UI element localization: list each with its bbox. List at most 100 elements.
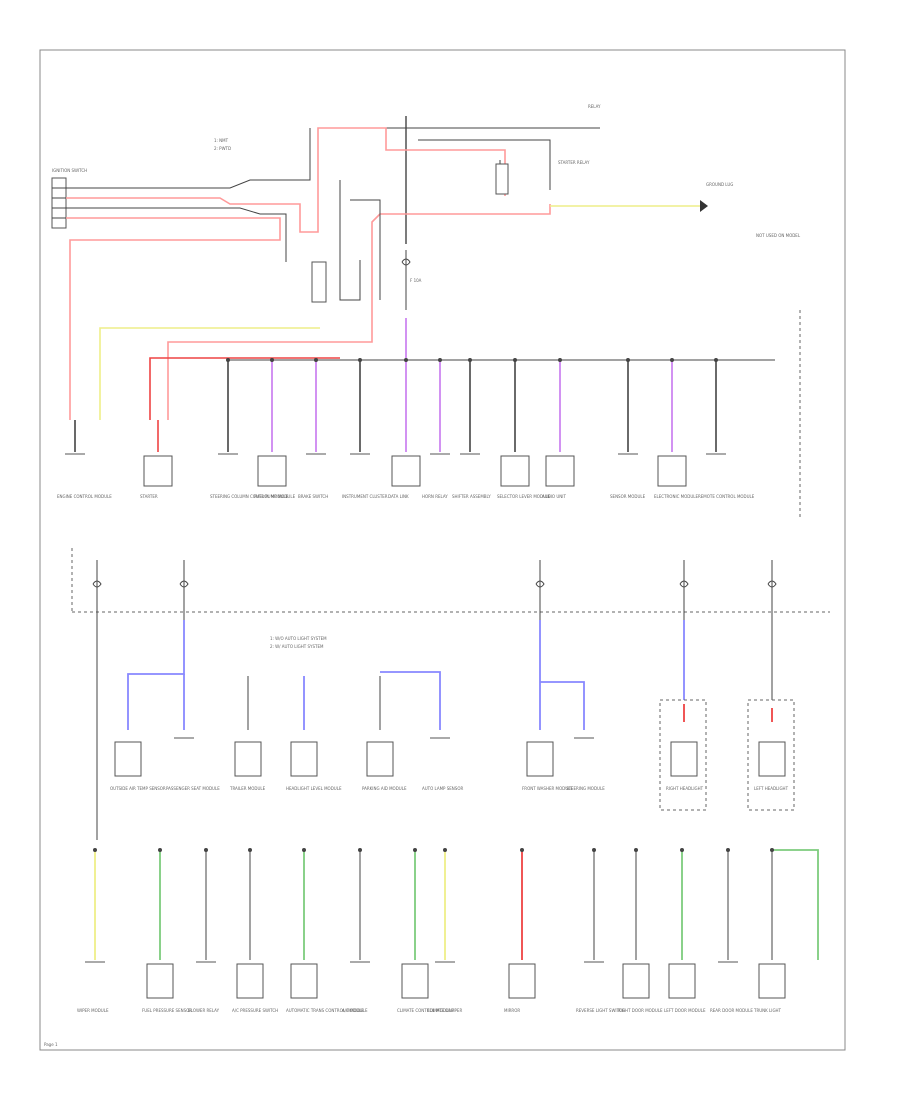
top-legend-1: 1: NMT [214, 138, 229, 143]
row1-component-label: FUEL PUMP MODULE [254, 494, 296, 499]
row3-component-label: WIPER MODULE [77, 1008, 109, 1013]
fuse-top-label: F 10A [410, 278, 422, 283]
row2-component-box [526, 741, 554, 777]
wire-red-ign [66, 127, 380, 233]
row3-component-label: CLIMATE CONTROL MODULE [397, 1008, 454, 1013]
wire-red-ign-2 [66, 217, 281, 420]
row1-component-box [657, 455, 687, 487]
row1-junction [558, 358, 562, 362]
wire-relay-mid [339, 180, 361, 301]
row1-component-label: DATA LINK [388, 494, 409, 499]
row2-component-label: AUTO LAMP SENSOR [422, 786, 463, 791]
row1-component-box [257, 455, 287, 487]
row1-component-box [143, 455, 173, 487]
row3-component-label: FUEL PRESSURE SENSOR [142, 1008, 192, 1013]
fuse-icon [179, 580, 189, 588]
row3-junction [93, 848, 97, 852]
row3-component-label: RIGHT DOOR MODULE [618, 1008, 663, 1013]
wire-gray-ign [66, 128, 311, 189]
row3-junction [520, 848, 524, 852]
row2-component-label: RIGHT HEADLIGHT [666, 786, 704, 791]
row1-junction [404, 358, 408, 362]
relay-label: RELAY [588, 104, 601, 109]
row1-junction [314, 358, 318, 362]
row2-component-label: STEERING MODULE [566, 786, 605, 791]
row3-junction [358, 848, 362, 852]
top-legend-2: 2: PWTD [214, 146, 231, 151]
row3-component-box [290, 963, 318, 999]
row3-component-box [508, 963, 536, 999]
wire-red-relay-4 [149, 357, 340, 420]
row3-junction [592, 848, 596, 852]
row1-component-label: SHIFTER ASSEMBLY [452, 494, 491, 499]
row1-component-label: AUDIO UNIT [542, 494, 566, 499]
row3-wires [94, 849, 819, 960]
wire-yellow-left [99, 327, 320, 420]
fuse-icon [679, 580, 689, 588]
relay-box-1 [311, 261, 327, 303]
row1-component-label: ELECTRONIC MODULE [654, 494, 699, 499]
row2-component-box [366, 741, 394, 777]
row1-component-label: SENSOR MODULE [610, 494, 646, 499]
row3-component-box [622, 963, 650, 999]
row2-component-label: LEFT HEADLIGHT [754, 786, 789, 791]
row2-component-label: PASSENGER SEAT MODULE [166, 786, 220, 791]
row3-junction [204, 848, 208, 852]
wire-relay [418, 139, 551, 190]
fuse-row2-group [92, 560, 777, 620]
row3-component-label: TRUNK LIGHT [753, 1008, 782, 1013]
row2-component-label: PARKING AID MODULE [362, 786, 407, 791]
wire-gray-ign-2 [66, 207, 287, 262]
row3-junction [680, 848, 684, 852]
row2-component-box [290, 741, 318, 777]
row1-junction [714, 358, 718, 362]
bottom-legend-2: 2: W/ AUTO LIGHT SYSTEM [270, 644, 324, 649]
row1-component-label: HORN RELAY [422, 494, 448, 499]
fuse-top [401, 258, 411, 266]
wire-red-relay [380, 127, 506, 196]
right-note: NOT USED ON MODEL [756, 233, 801, 238]
row1-junction [513, 358, 517, 362]
row2-wires [96, 612, 795, 840]
row3-component-label: LEFT DOOR MODULE [664, 1008, 706, 1013]
ground-icon-top [700, 200, 708, 212]
row3-junction [726, 848, 730, 852]
row3-component-label: BLOWER RELAY [188, 1008, 220, 1013]
row3-component-box [668, 963, 696, 999]
row1-junction [270, 358, 274, 362]
row2-component-box [234, 741, 262, 777]
row1-junction [670, 358, 674, 362]
row3-junction [158, 848, 162, 852]
row3-junction [443, 848, 447, 852]
relay-box-2 [495, 163, 509, 195]
row1-junction [358, 358, 362, 362]
row3-component-label: A/C MODULE [342, 1008, 368, 1013]
row1-component-box [500, 455, 530, 487]
fuse-icon [92, 580, 102, 588]
row2-component-label: FRONT WASHER MODULE [522, 786, 573, 791]
row3-component-box [758, 963, 786, 999]
row3-component-label: A/C PRESSURE SWITCH [232, 1008, 278, 1013]
row3-component-label: REAR DOOR MODULE [710, 1008, 753, 1013]
row1-component-label: STEERING COLUMN CONTROL MODULE [210, 494, 289, 499]
footer-label: Page 1 [44, 1042, 58, 1047]
row3-component-box [401, 963, 429, 999]
ignition-switch: IGNITION SWITCH [51, 168, 87, 229]
fuse-icon [535, 580, 545, 588]
wire-red-relay-3 [167, 213, 381, 420]
row3-junction [413, 848, 417, 852]
starter-relay-label: STARTER RELAY [558, 160, 590, 165]
row2-component-box [114, 741, 142, 777]
ground-label: GROUND LUG [706, 182, 733, 187]
row1-junction [626, 358, 630, 362]
row2-component-box [758, 741, 786, 777]
row3-component-label: CLIMATE DAMPER [427, 1008, 462, 1013]
row3-component-box [236, 963, 264, 999]
row1-component-label: SELECTOR LEVER MODULE [497, 494, 551, 499]
bottom-legend-1: 1: W/O AUTO LIGHT SYSTEM [270, 636, 327, 641]
row2-component-label: OUTSIDE AIR TEMP SENSOR [110, 786, 166, 791]
row3-junction [302, 848, 306, 852]
